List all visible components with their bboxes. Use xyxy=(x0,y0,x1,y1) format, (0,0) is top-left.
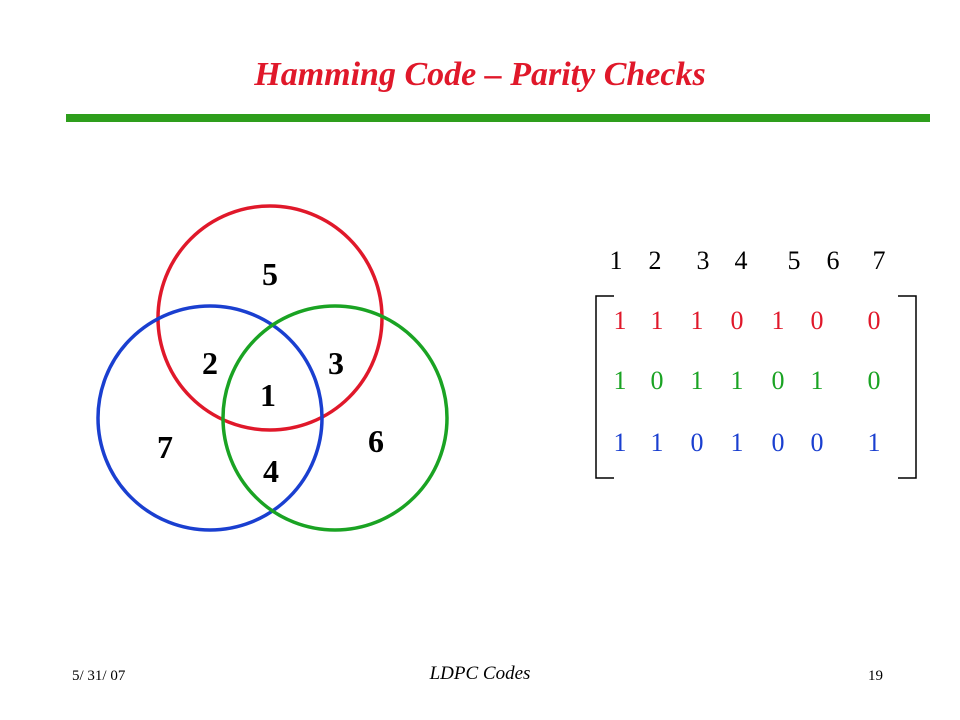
matrix-column-header: 5 xyxy=(788,246,801,275)
blue-parity-circle xyxy=(96,304,324,532)
matrix-cell: 1 xyxy=(691,306,704,335)
matrix-cell: 0 xyxy=(811,306,824,335)
venn-label-bit-1: 1 xyxy=(260,377,276,413)
matrix-cell: 1 xyxy=(614,306,627,335)
matrix-cell: 0 xyxy=(731,306,744,335)
matrix-column-header: 2 xyxy=(649,246,662,275)
matrix-column-header: 1 xyxy=(610,246,623,275)
matrix-cell: 1 xyxy=(614,366,627,395)
matrix-cell: 0 xyxy=(868,306,881,335)
matrix-cell: 0 xyxy=(651,366,664,395)
page-number: 19 xyxy=(868,668,883,684)
matrix-column-header: 7 xyxy=(873,246,886,275)
venn-label-bit-6: 6 xyxy=(368,423,384,459)
matrix-cell: 1 xyxy=(651,306,664,335)
matrix-cell: 1 xyxy=(691,366,704,395)
matrix-cell: 1 xyxy=(731,366,744,395)
slide-title: Hamming Code – Parity Checks xyxy=(254,56,706,93)
matrix-cell: 1 xyxy=(731,428,744,457)
matrix-cell: 1 xyxy=(772,306,785,335)
matrix-cell: 0 xyxy=(772,428,785,457)
footer-title: LDPC Codes xyxy=(429,663,531,684)
title-underline xyxy=(66,114,930,122)
venn-label-bit-3: 3 xyxy=(328,345,344,381)
matrix-cell: 1 xyxy=(868,428,881,457)
footer-date: 5/ 31/ 07 xyxy=(72,668,126,684)
matrix-cell: 0 xyxy=(811,428,824,457)
matrix-left-bracket xyxy=(595,295,614,479)
matrix-cell: 1 xyxy=(614,428,627,457)
venn-label-bit-4: 4 xyxy=(263,453,279,489)
matrix-cell: 1 xyxy=(811,366,824,395)
matrix-cell: 0 xyxy=(868,366,881,395)
green-parity-circle xyxy=(221,304,449,532)
matrix-column-header: 3 xyxy=(697,246,710,275)
matrix-column-header: 6 xyxy=(827,246,840,275)
matrix-cell: 0 xyxy=(772,366,785,395)
matrix-column-header: 4 xyxy=(735,246,748,275)
matrix-cell: 1 xyxy=(651,428,664,457)
venn-label-bit-2: 2 xyxy=(202,345,218,381)
venn-label-bit-7: 7 xyxy=(157,429,173,465)
venn-label-bit-5: 5 xyxy=(262,256,278,292)
matrix-cell: 0 xyxy=(691,428,704,457)
matrix-right-bracket xyxy=(898,295,917,479)
